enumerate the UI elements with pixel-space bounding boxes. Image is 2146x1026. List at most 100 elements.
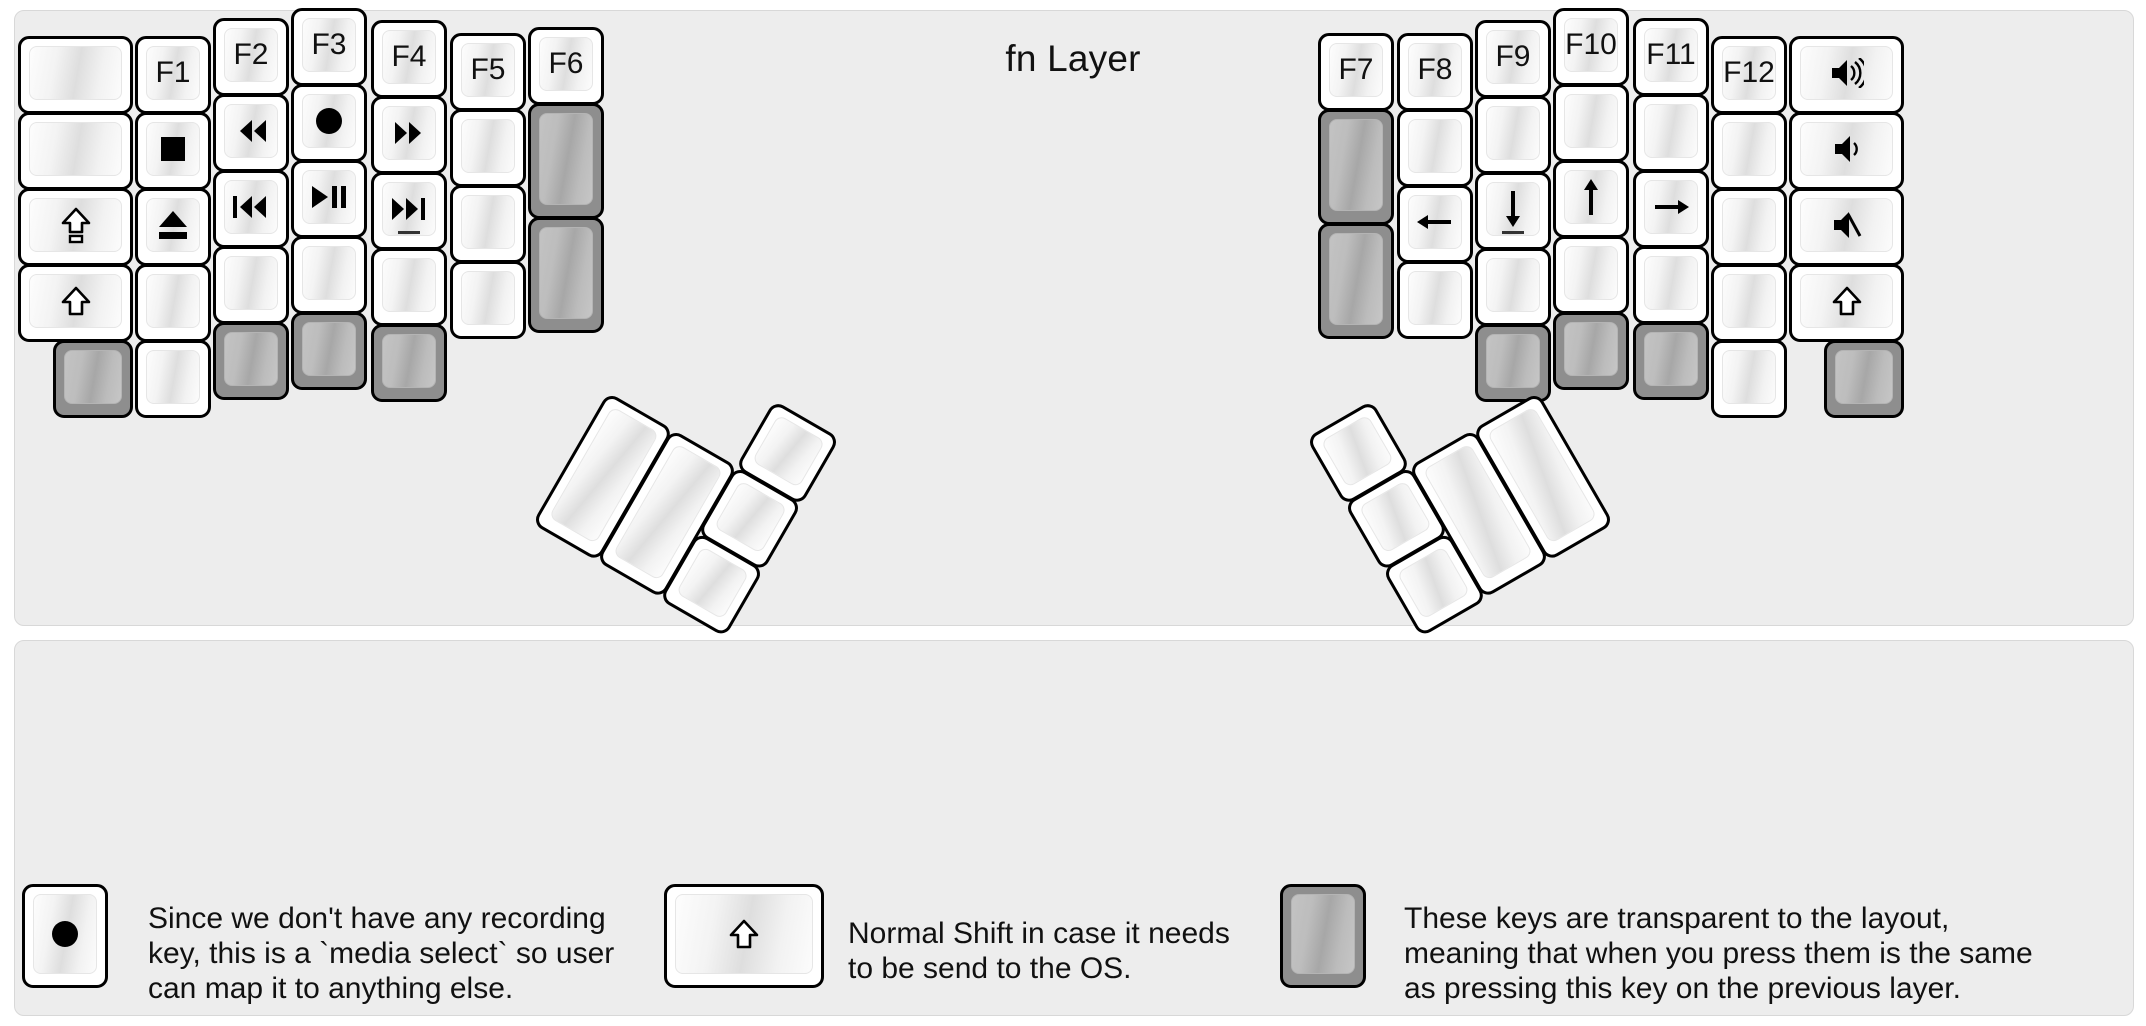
keycap-face (382, 334, 436, 388)
left-col-4-key-3[interactable] (291, 160, 367, 238)
right-col-6-key-5[interactable] (1711, 340, 1787, 418)
keycap-face (224, 180, 278, 234)
left-col-1-key-2[interactable] (18, 112, 133, 190)
right-col-5-key-1[interactable]: F11 (1633, 18, 1709, 96)
right-col-7-key-4[interactable] (1789, 264, 1904, 342)
right-col-7-key-3[interactable] (1789, 188, 1904, 266)
keycap-face (461, 271, 515, 325)
left-col-4-key-1[interactable]: F3 (291, 8, 367, 86)
left-col-1-key-4[interactable] (18, 264, 133, 342)
right-col-2-key-3[interactable] (1397, 185, 1473, 263)
left-col-4-key-2[interactable] (291, 84, 367, 162)
right-col-5-key-5[interactable] (1633, 322, 1709, 400)
left-col-5-key-5[interactable] (371, 324, 447, 402)
right-col-3-key-4[interactable] (1475, 248, 1551, 326)
right-col-1-key-1[interactable]: F7 (1318, 33, 1394, 111)
shift-icon (729, 919, 759, 949)
right-col-4-key-4[interactable] (1553, 236, 1629, 314)
keycap-face (1722, 122, 1776, 176)
left-col-2-key-1[interactable]: F1 (135, 36, 211, 114)
keycap-face (1835, 350, 1893, 404)
keycap-face (1408, 119, 1462, 173)
keycap-face (1800, 122, 1893, 176)
arrow-left-icon (1416, 209, 1454, 235)
key-label: F1 (155, 56, 191, 89)
left-col-5-key-3[interactable] (371, 172, 447, 250)
arrow-right-icon (1652, 194, 1690, 220)
legend-key-2[interactable] (664, 884, 824, 988)
left-col-5-key-4[interactable] (371, 248, 447, 326)
right-col-6-key-1[interactable]: F12 (1711, 36, 1787, 114)
right-col-6-key-2[interactable] (1711, 112, 1787, 190)
left-col-1-key-1[interactable] (18, 36, 133, 114)
keycap-face (1564, 322, 1618, 376)
page-title: fn Layer (1005, 38, 1141, 79)
left-col-7-key-3[interactable] (528, 217, 604, 333)
right-col-7-key-1[interactable] (1789, 36, 1904, 114)
right-col-3-key-3[interactable] (1475, 172, 1551, 250)
key-label: F5 (470, 53, 506, 86)
right-col-5-key-2[interactable] (1633, 94, 1709, 172)
right-col-2-key-4[interactable] (1397, 261, 1473, 339)
right-col-5-key-4[interactable] (1633, 246, 1709, 324)
right-col-4-key-3[interactable] (1553, 160, 1629, 238)
keycap-face: F9 (1486, 30, 1540, 84)
right-col-4-key-1[interactable]: F10 (1553, 8, 1629, 86)
right-col-3-key-5[interactable] (1475, 324, 1551, 402)
arrow-up-icon (1578, 178, 1604, 216)
key-label: F3 (311, 28, 347, 61)
fast-forward-icon (392, 121, 426, 145)
right-col-3-key-1[interactable]: F9 (1475, 20, 1551, 98)
keycap-face (29, 198, 122, 252)
right-col-5-key-3[interactable] (1633, 170, 1709, 248)
keycap-face (751, 414, 826, 489)
right-col-6-key-3[interactable] (1711, 188, 1787, 266)
keycap-face (302, 246, 356, 300)
right-col-1-key-2[interactable] (1318, 109, 1394, 225)
right-col-4-key-2[interactable] (1553, 84, 1629, 162)
left-col-6-key-4[interactable] (450, 261, 526, 339)
left-col-1-key-5[interactable] (53, 340, 133, 418)
keycap-face (713, 480, 788, 554)
keycap-face (382, 182, 436, 236)
keycap-face (224, 332, 278, 386)
left-col-3-key-3[interactable] (213, 170, 289, 248)
legend-key-1[interactable] (22, 884, 108, 988)
left-col-6-key-3[interactable] (450, 185, 526, 263)
right-col-2-key-2[interactable] (1397, 109, 1473, 187)
left-col-2-key-5[interactable] (135, 340, 211, 418)
left-col-6-key-2[interactable] (450, 109, 526, 187)
arrow-down-icon (1500, 190, 1526, 228)
left-col-3-key-4[interactable] (213, 246, 289, 324)
left-col-2-key-3[interactable] (135, 188, 211, 266)
right-col-2-key-1[interactable]: F8 (1397, 33, 1473, 111)
right-col-7-key-2[interactable] (1789, 112, 1904, 190)
keycap-face (1564, 94, 1618, 148)
keycap-face (64, 350, 122, 404)
legend-key-3[interactable] (1280, 884, 1366, 988)
keycap-face (1329, 233, 1383, 325)
right-col-4-key-5[interactable] (1553, 312, 1629, 390)
left-col-1-key-3[interactable] (18, 188, 133, 266)
right-col-7-key-5[interactable] (1824, 340, 1904, 418)
left-col-2-key-4[interactable] (135, 264, 211, 342)
left-col-3-key-5[interactable] (213, 322, 289, 400)
volume-down-icon (1833, 134, 1861, 164)
stop-icon (159, 135, 187, 163)
left-col-5-key-2[interactable] (371, 96, 447, 174)
left-col-4-key-4[interactable] (291, 236, 367, 314)
right-col-3-key-2[interactable] (1475, 96, 1551, 174)
eject-icon (157, 209, 189, 241)
left-col-7-key-1[interactable]: F6 (528, 27, 604, 105)
shift-lock-icon (61, 207, 91, 244)
right-col-6-key-4[interactable] (1711, 264, 1787, 342)
left-col-3-key-2[interactable] (213, 94, 289, 172)
left-col-4-key-5[interactable] (291, 312, 367, 390)
left-col-6-key-1[interactable]: F5 (450, 33, 526, 111)
left-col-2-key-2[interactable] (135, 112, 211, 190)
left-col-5-key-1[interactable]: F4 (371, 20, 447, 98)
right-col-1-key-3[interactable] (1318, 223, 1394, 339)
left-col-3-key-1[interactable]: F2 (213, 18, 289, 96)
key-label: F11 (1646, 38, 1696, 71)
left-col-7-key-2[interactable] (528, 103, 604, 219)
